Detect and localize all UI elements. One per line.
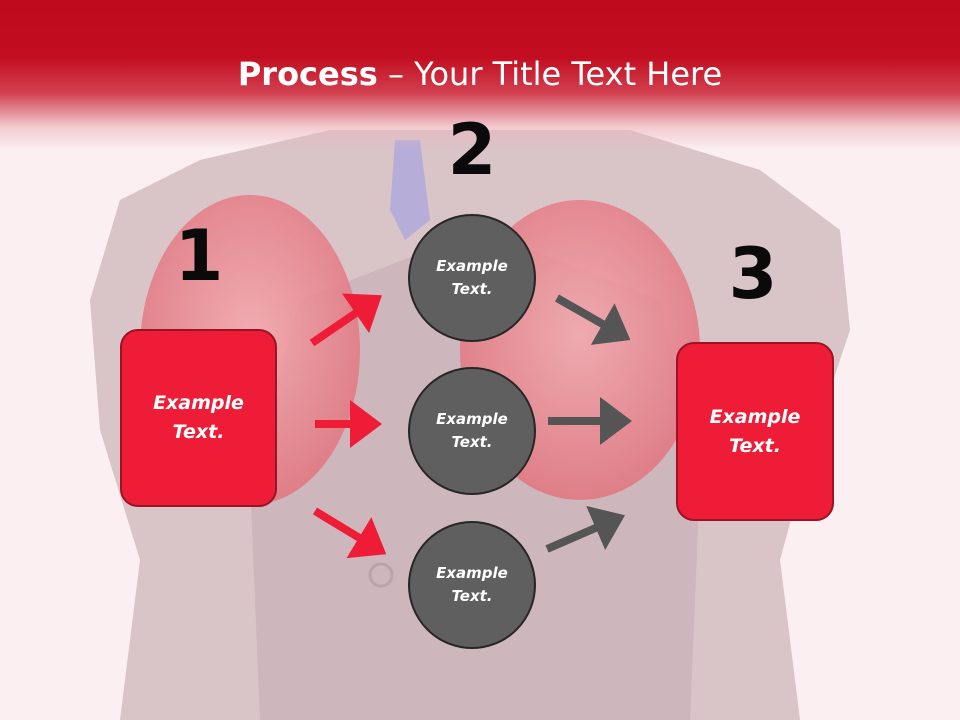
circle-3-text: Example Text.	[436, 564, 508, 605]
step-2-circle-1[interactable]: Example Text.	[408, 214, 536, 342]
step-3-text: Example Text.	[709, 405, 801, 457]
circle-1-text: Example Text.	[436, 257, 508, 298]
step-3-box[interactable]: Example Text.	[676, 342, 834, 521]
arrow-right-icon	[309, 293, 382, 347]
title-bar	[0, 0, 960, 150]
step-2-circle-3[interactable]: Example Text.	[408, 521, 536, 649]
step-number-1: 1	[174, 215, 224, 297]
arrow-right-icon	[545, 505, 626, 553]
step-1-text: Example Text.	[153, 392, 244, 443]
step-number-3: 3	[728, 233, 778, 315]
title-rest: – Your Title Text Here	[377, 55, 723, 93]
circle-2-text: Example Text.	[436, 410, 508, 451]
arrow-right-icon	[555, 294, 631, 345]
step-number-2: 2	[447, 109, 497, 191]
title-bold: Process	[237, 55, 378, 93]
step-2-circle-2[interactable]: Example Text.	[408, 367, 536, 495]
slide-title[interactable]: Process – Your Title Text Here	[0, 52, 960, 96]
step-1-box[interactable]: Example Text.	[120, 329, 277, 507]
arrow-right-icon	[312, 507, 387, 559]
